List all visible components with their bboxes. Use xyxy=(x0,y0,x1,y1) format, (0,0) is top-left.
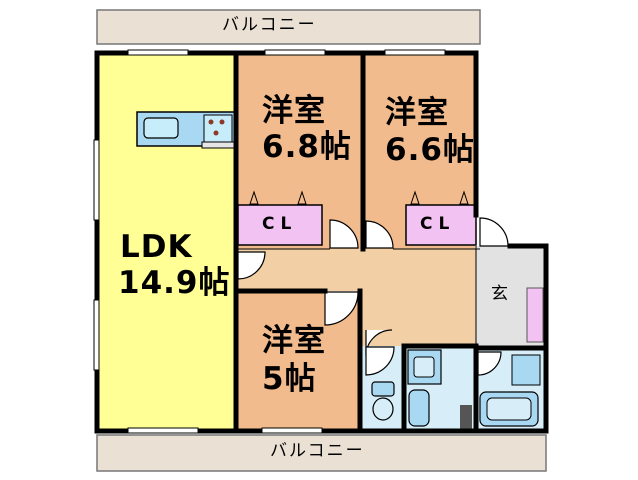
corridor-area xyxy=(238,249,476,291)
stove-burner xyxy=(213,130,219,136)
closet-b-label: CL xyxy=(420,214,456,234)
balcony-bottom xyxy=(96,434,547,472)
door-swing-washroom xyxy=(365,346,395,376)
corridor-area-lower xyxy=(362,291,476,346)
window-mark xyxy=(93,299,100,371)
ldk-size: 14.9帖 xyxy=(118,265,231,301)
washbasin-bowl xyxy=(413,356,435,378)
kitchen-stove xyxy=(203,114,233,143)
door-swing-room-b xyxy=(365,220,394,249)
closet-a-door-mark xyxy=(249,190,259,205)
room-a-size: 6.8帖 xyxy=(262,129,352,165)
room-b-name: 洋室 xyxy=(385,95,449,131)
room-c-size: 5帖 xyxy=(262,361,317,397)
closet-a-box xyxy=(237,204,323,246)
window-mark xyxy=(127,427,199,434)
window-mark xyxy=(261,427,323,434)
bath-vanity xyxy=(511,354,541,386)
closet-a-door-mark xyxy=(297,190,307,205)
kitchen-counter-base xyxy=(201,141,237,149)
toilet-tank xyxy=(371,381,395,397)
stove-burner xyxy=(219,119,225,125)
door-swing-room-a xyxy=(329,219,359,249)
room-c-name: 洋室 xyxy=(262,323,326,359)
shoe-cabinet xyxy=(526,287,544,343)
balcony-top xyxy=(96,9,481,45)
window-mark xyxy=(93,139,100,221)
closet-b-door-mark xyxy=(459,190,469,205)
closet-b-door-mark xyxy=(410,190,420,205)
door-swing-bath xyxy=(477,351,502,376)
door-swing-entrance xyxy=(479,217,509,247)
kitchen-sink xyxy=(143,117,179,139)
window-mark xyxy=(127,49,189,56)
room-b-size: 6.6帖 xyxy=(385,132,475,168)
bathtub-inner xyxy=(486,397,532,421)
closet-a-label: CL xyxy=(262,214,298,234)
closet-b-box xyxy=(405,204,477,246)
door-swing-ldk xyxy=(237,251,266,280)
ldk-name: LDK xyxy=(120,229,193,265)
toilet-bowl xyxy=(372,397,394,421)
pipe-shaft xyxy=(460,405,472,431)
balcony-top-label: バルコニー xyxy=(222,15,317,35)
balcony-bottom-label: バルコニー xyxy=(270,441,365,461)
window-mark xyxy=(264,49,326,56)
entrance-label: 玄 xyxy=(491,284,508,304)
stove-burner xyxy=(208,119,214,125)
window-mark xyxy=(384,49,446,56)
room-a-name: 洋室 xyxy=(262,93,326,129)
washing-machine xyxy=(408,389,430,427)
